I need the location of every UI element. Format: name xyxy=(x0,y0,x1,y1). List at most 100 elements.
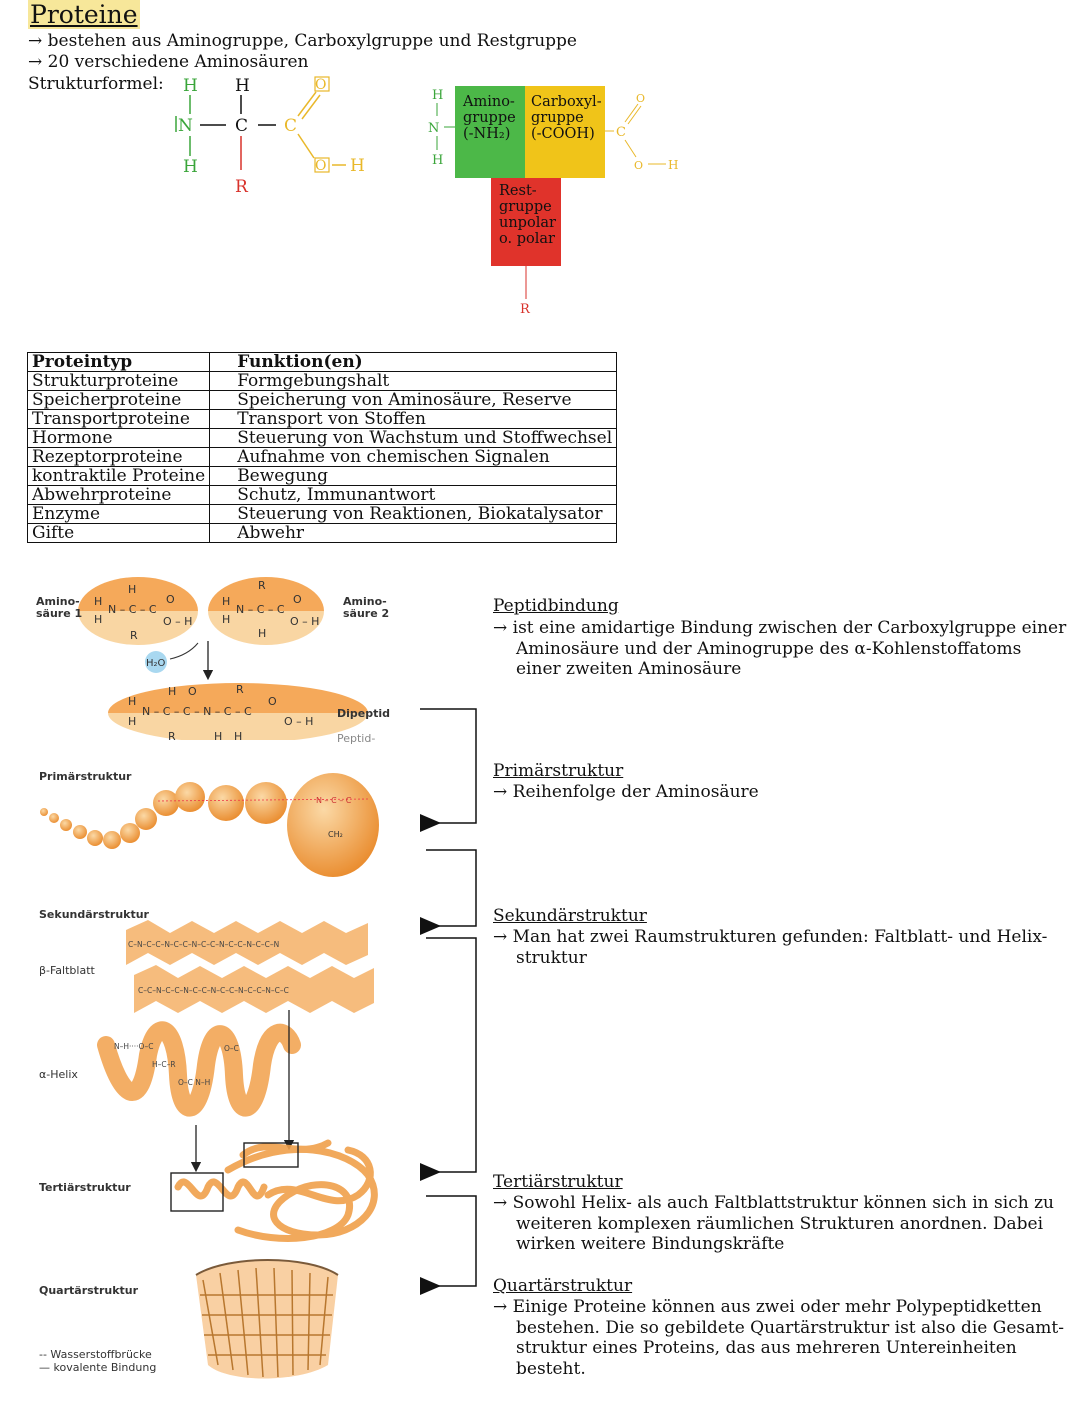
svg-text:C–C–N–C–C–N–C–C–N–C–C–N–C–C–N–: C–C–N–C–C–N–C–C–N–C–C–N–C–C–N–C–C xyxy=(138,986,289,995)
protein-type-table: Proteintyp Funktion(en) Strukturproteine… xyxy=(26,352,618,543)
schema-c: C xyxy=(616,125,626,140)
rest-group-label: Rest- gruppe unpolar o. polar xyxy=(499,183,556,247)
schema-r: R xyxy=(520,302,531,317)
svg-text:H: H xyxy=(128,715,136,728)
table-cell: Transport von Stoffen xyxy=(209,409,618,429)
schema-n: N xyxy=(428,121,439,136)
svg-text:O: O xyxy=(293,593,302,606)
quaternary-structure xyxy=(195,1259,339,1379)
svg-text:O – H: O – H xyxy=(163,615,192,628)
svg-text:N–H····O–C: N–H····O–C xyxy=(114,1042,153,1051)
amino-group-box xyxy=(455,86,525,178)
primary-chain: N – C – C CH₂ xyxy=(40,773,379,877)
table-cell: Steuerung von Reaktionen, Biokatalysator xyxy=(209,504,618,524)
svg-text:H: H xyxy=(214,730,222,743)
svg-text:N – C – C: N – C – C xyxy=(316,796,352,805)
table-cell: Hormone xyxy=(26,428,211,448)
table-cell: Transportproteine xyxy=(26,409,211,429)
schema-o-double: O xyxy=(636,92,645,105)
svg-text:O: O xyxy=(188,685,197,698)
svg-text:R: R xyxy=(168,730,176,743)
svg-text:H: H xyxy=(94,613,102,626)
table-cell: Steuerung von Wachstum und Stoffwechsel xyxy=(209,428,618,448)
table-cell: Strukturproteine xyxy=(26,371,211,391)
table-cell: Gifte xyxy=(26,523,211,543)
figure-tertiaer-label: Tertiärstruktur xyxy=(39,1181,131,1194)
table-cell: Abwehr xyxy=(209,523,618,543)
formula-c-alpha: C xyxy=(235,116,248,136)
figure-faltblatt-label: β-Faltblatt xyxy=(39,964,95,977)
svg-text:C–N–C–C–N–C–C–N–C–C–N–C–C–N–C–: C–N–C–C–N–C–C–N–C–C–N–C–C–N–C–C–N xyxy=(128,940,279,949)
figure-sekundaer-label: Sekundärstruktur xyxy=(39,908,149,921)
section-heading-peptidbindung: Peptidbindung xyxy=(493,596,619,616)
beta-sheet: C–N–C–C–N–C–C–N–C–C–N–C–C–N–C–C–N C–C–N–… xyxy=(126,920,374,1013)
figure-helix-label: α-Helix xyxy=(39,1068,78,1081)
schema-h-bottom: H xyxy=(432,153,443,168)
svg-text:H: H xyxy=(168,685,176,698)
formula-r: R xyxy=(235,177,249,197)
figure-legend-hbond: -- Wasserstoffbrücke xyxy=(39,1348,152,1361)
figure-peptid-cut-label: Peptid- xyxy=(337,732,376,744)
table-header-proteintyp: Proteintyp xyxy=(26,352,211,372)
formula-c-carboxyl: C xyxy=(284,116,297,136)
table-cell: Aufnahme von chemischen Signalen xyxy=(209,447,618,467)
formula-h-top: H xyxy=(183,76,198,96)
bracket-arrows xyxy=(420,708,477,1295)
intro-line-1: → bestehen aus Aminogruppe, Carboxylgrup… xyxy=(28,31,577,51)
amino-acid-1-blob xyxy=(78,577,198,645)
water-molecule xyxy=(145,651,167,673)
svg-text:H: H xyxy=(222,613,230,626)
schema-h-top: H xyxy=(432,88,443,103)
table-header-row: Proteintyp Funktion(en) xyxy=(26,352,618,372)
rest-group-box xyxy=(491,178,561,266)
carboxyl-group-box xyxy=(525,86,605,178)
section-text-peptidbindung: → ist eine amidartige Bindung zwischen d… xyxy=(493,618,1067,679)
table-cell: Enzyme xyxy=(26,504,211,524)
section-heading-tertiaerstruktur: Tertiärstruktur xyxy=(493,1172,623,1192)
figure-amino1-label: Amino- säure 1 xyxy=(36,595,83,620)
tertiary-structure xyxy=(174,1139,378,1242)
table-cell: Rezeptorproteine xyxy=(26,447,211,467)
figure-dipeptid-label: Dipeptid xyxy=(337,707,391,720)
table-cell: kontraktile Proteine xyxy=(26,466,211,486)
amino-group-label: Amino- gruppe (-NH₂) xyxy=(463,94,516,142)
table-cell: Abwehrproteine xyxy=(26,485,211,505)
svg-text:R: R xyxy=(130,629,138,642)
page-title: Proteine xyxy=(28,0,140,29)
figure-amino2-label: Amino- säure 2 xyxy=(343,595,390,620)
schema-bonds: H N H C O O H R xyxy=(428,88,678,317)
water-label: H₂O xyxy=(146,658,166,669)
formula-h-bottom: H xyxy=(183,157,198,177)
table-cell: Bewegung xyxy=(209,466,618,486)
svg-text:H: H xyxy=(128,583,136,596)
svg-text:O–C N–H: O–C N–H xyxy=(178,1078,210,1087)
svg-text:CH₂: CH₂ xyxy=(328,830,343,839)
section-text-quartaerstruktur: → Einige Proteine können aus zwei oder m… xyxy=(493,1297,1064,1379)
svg-text:N – C – C: N – C – C xyxy=(236,603,285,616)
formula-h-alpha: H xyxy=(235,76,250,96)
schema-oh-h: H xyxy=(668,158,678,172)
formula-o-double: O xyxy=(315,77,326,93)
svg-text:H: H xyxy=(94,595,102,608)
table-cell: Speicherung von Aminosäure, Reserve xyxy=(209,390,618,410)
svg-text:R: R xyxy=(236,683,244,696)
alpha-helix xyxy=(97,1021,301,1117)
section-heading-quartaerstruktur: Quartärstruktur xyxy=(493,1276,633,1296)
figure-quartaer-label: Quartärstruktur xyxy=(39,1284,139,1297)
amino-acid-formula: H N H H C R C O O H xyxy=(175,76,365,197)
formula-oh-o: O xyxy=(315,158,326,174)
table-cell: Formgebungshalt xyxy=(209,371,618,391)
svg-text:N – C – C – N – C – C: N – C – C – N – C – C xyxy=(142,705,252,718)
figure-legend-covalent: — kovalente Bindung xyxy=(39,1361,157,1374)
table-cell: Schutz, Immunantwort xyxy=(209,485,618,505)
table-header-funktionen: Funktion(en) xyxy=(209,352,618,372)
